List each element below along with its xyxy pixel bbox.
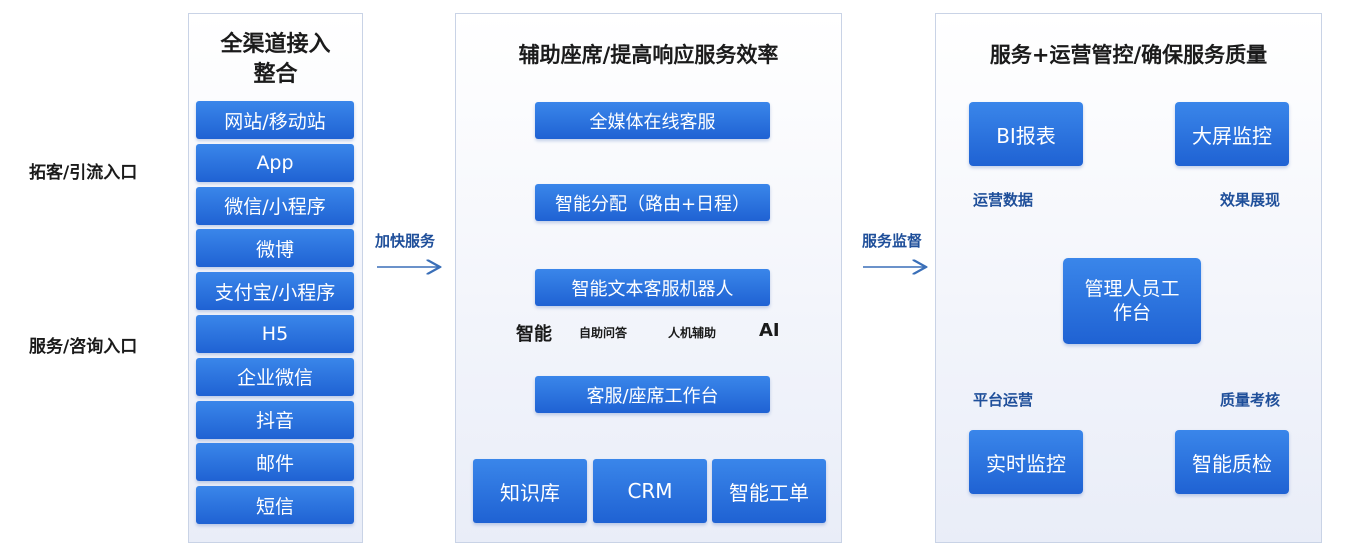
channel-item: 抖音 — [196, 400, 354, 439]
ai-label-human-assist: 人机辅助 — [668, 326, 717, 340]
step-chatbot: 智能文本客服机器人 — [535, 269, 770, 306]
step-agent-workbench: 客服/座席工作台 — [535, 376, 770, 413]
channel-item: 企业微信 — [196, 357, 354, 396]
channel-item: 邮件 — [196, 443, 354, 482]
edge-label-effect-display: 效果展现 — [1220, 191, 1281, 209]
ai-label-self-service: 自助问答 — [579, 326, 628, 340]
panel-operations-title: 服务+运营管控/确保服务质量 — [989, 43, 1268, 67]
label-acquisition-entry: 拓客/引流入口 — [29, 163, 138, 183]
node-bi-report: BI报表 — [969, 102, 1083, 166]
step-smart-routing: 智能分配（路由+日程） — [535, 184, 770, 221]
panel-agent-assist-title: 辅助座席/提高响应服务效率 — [518, 43, 779, 67]
channel-item: 支付宝/小程序 — [196, 272, 354, 311]
edge-label-quality-assess: 质量考核 — [1220, 391, 1281, 409]
arrow-label-speed-up: 加快服务 — [375, 232, 436, 250]
ai-label-ai: AI — [759, 320, 780, 341]
channel-item: App — [196, 143, 354, 182]
edge-label-operation-data: 运营数据 — [973, 191, 1034, 209]
channel-item: 短信 — [196, 486, 354, 525]
arrow-label-supervision: 服务监督 — [862, 232, 923, 250]
channel-item: 微信/小程序 — [196, 186, 354, 225]
step-omnimedia-service: 全媒体在线客服 — [535, 102, 770, 139]
box-crm: CRM — [593, 459, 707, 523]
ai-label-smart: 智能 — [516, 324, 552, 345]
panel-omnichannel-title: 全渠道接入 整合 — [220, 32, 331, 87]
node-smart-qa: 智能质检 — [1175, 430, 1289, 494]
channel-item: 网站/移动站 — [196, 101, 354, 139]
edge-label-platform-ops: 平台运营 — [973, 391, 1034, 409]
channel-item: H5 — [196, 315, 354, 353]
channel-item: 微博 — [196, 229, 354, 268]
box-smart-ticket: 智能工单 — [712, 459, 826, 523]
box-knowledge-base: 知识库 — [473, 459, 587, 523]
node-big-screen: 大屏监控 — [1175, 102, 1289, 166]
node-manager-workbench: 管理人员工 作台 — [1063, 258, 1201, 344]
label-service-entry: 服务/咨询入口 — [29, 337, 138, 357]
node-realtime-monitor: 实时监控 — [969, 430, 1083, 494]
